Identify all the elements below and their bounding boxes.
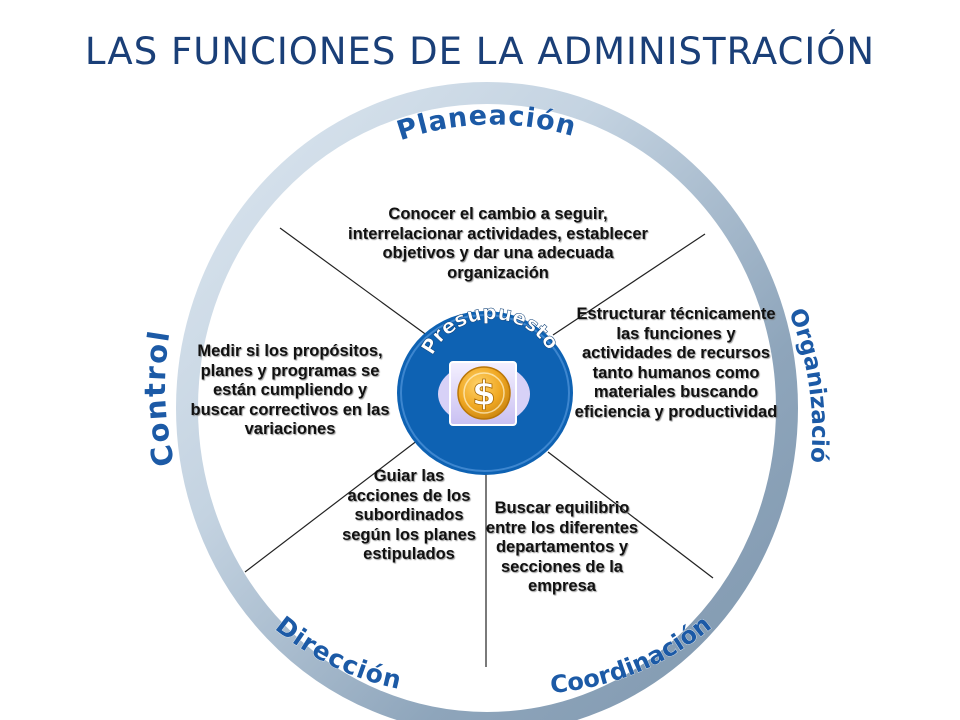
control-description: Medir si los propósitos, planes y progra… (190, 342, 390, 438)
dollar-coin-icon: $ (457, 366, 511, 420)
svg-text:$: $ (472, 374, 496, 414)
divider-bottom-left (244, 439, 419, 573)
center-highlight (400, 314, 570, 472)
segment-dividers (244, 227, 714, 667)
divider-bottom-right (547, 451, 714, 579)
divider-top-left (279, 227, 429, 337)
direccion-description: Guiar las acciones de los subordinados s… (342, 467, 476, 563)
organizacion-description: Estructurar técnicamente las funciones y… (574, 305, 778, 421)
outer-ring (176, 82, 798, 720)
coordinacion-description: Buscar equilibrio entre los diferentes d… (485, 499, 639, 595)
page-title: LAS FUNCIONES DE LA ADMINISTRACIÓN (84, 30, 876, 73)
divider-top-right (552, 233, 706, 336)
label-control: Control (138, 327, 181, 470)
planeacion-description: Conocer el cambio a seguir, interrelacio… (348, 205, 648, 282)
